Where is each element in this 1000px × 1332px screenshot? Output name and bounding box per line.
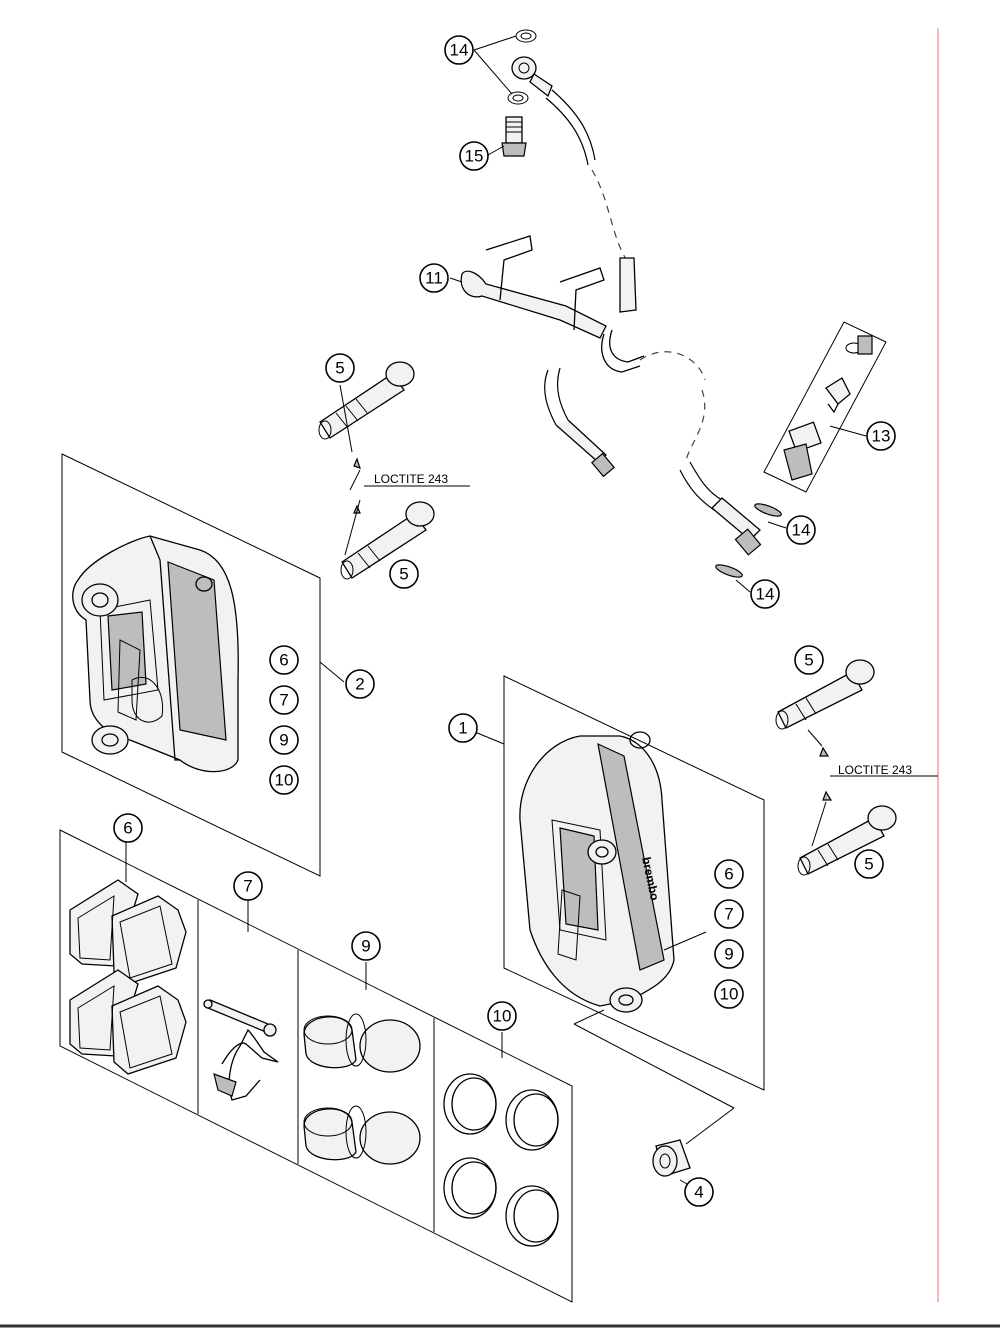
callout-2: 2 — [345, 669, 375, 699]
caliper-bolt-right-a — [775, 659, 875, 730]
callout-7-pins: 7 — [233, 871, 263, 901]
svg-text:14: 14 — [756, 585, 775, 604]
callout-11: 11 — [419, 263, 449, 293]
svg-text:1: 1 — [458, 719, 467, 738]
callout-15: 15 — [459, 141, 489, 171]
callout-9-left: 9 — [269, 725, 299, 755]
svg-text:7: 7 — [724, 905, 733, 924]
kits-panel — [59, 829, 573, 1303]
bleeder-valve — [501, 116, 527, 157]
loctite-note-right: LOCTITE 243 — [838, 763, 912, 777]
sealing-washer-bottom — [507, 91, 529, 105]
callout-6-left: 6 — [269, 645, 299, 675]
callout-9-pistons: 9 — [351, 931, 381, 961]
caliper-bolt-right-b — [797, 805, 897, 876]
callout-14-top: 14 — [444, 35, 474, 65]
callout-14-mid: 14 — [786, 515, 816, 545]
brake-pads — [69, 879, 187, 1075]
piston-seals — [443, 1073, 559, 1247]
caliper-2-panel — [61, 453, 321, 877]
callout-10-left: 10 — [269, 765, 299, 795]
callout-7-left: 7 — [269, 685, 299, 715]
caliper-1-panel — [503, 675, 765, 1091]
brake-hose-assembly — [460, 29, 782, 578]
callout-10-seals: 10 — [487, 1001, 517, 1031]
svg-text:11: 11 — [425, 269, 443, 288]
svg-text:6: 6 — [279, 651, 288, 670]
callout-6-right: 6 — [714, 859, 744, 889]
svg-text:7: 7 — [279, 691, 288, 710]
svg-text:4: 4 — [694, 1183, 703, 1202]
spacer-bushing — [652, 1139, 691, 1177]
svg-text:6: 6 — [724, 865, 733, 884]
callout-10-right: 10 — [714, 979, 744, 1009]
sealing-washer-low — [715, 564, 743, 578]
svg-text:2: 2 — [355, 675, 364, 694]
caliper-pistons — [303, 1013, 421, 1165]
callout-14-low: 14 — [750, 579, 780, 609]
svg-text:14: 14 — [792, 521, 811, 540]
callout-4: 4 — [684, 1177, 714, 1207]
svg-text:5: 5 — [804, 651, 813, 670]
hose-bracket — [460, 235, 645, 373]
callout-7-right: 7 — [714, 899, 744, 929]
svg-text:9: 9 — [361, 937, 370, 956]
callout-5-upper-b: 5 — [389, 559, 419, 589]
callout-1: 1 — [448, 713, 478, 743]
caliper-bolt-upper-a — [318, 361, 415, 440]
svg-text:9: 9 — [279, 731, 288, 750]
brake-caliper-left — [72, 535, 239, 773]
svg-text:14: 14 — [450, 41, 469, 60]
callout-5-right-a: 5 — [794, 645, 824, 675]
loctite-note-upper: LOCTITE 243 — [374, 472, 448, 486]
svg-text:7: 7 — [243, 877, 252, 896]
svg-text:10: 10 — [275, 771, 294, 790]
svg-text:5: 5 — [399, 565, 408, 584]
sealing-washer-top — [515, 29, 537, 43]
pad-pin-and-clip — [203, 999, 279, 1101]
brake-caliper-right: brembo — [519, 731, 675, 1013]
svg-text:10: 10 — [493, 1007, 512, 1026]
sealing-washer-mid — [754, 503, 782, 517]
callout-5-upper-a: 5 — [325, 353, 355, 383]
svg-text:5: 5 — [864, 855, 873, 874]
svg-text:13: 13 — [872, 427, 891, 446]
svg-text:15: 15 — [465, 147, 484, 166]
svg-text:6: 6 — [123, 819, 132, 838]
callout-9-right: 9 — [714, 939, 744, 969]
banjo-fitting — [511, 56, 537, 80]
callout-6-pads: 6 — [113, 813, 143, 843]
svg-text:5: 5 — [335, 359, 344, 378]
bleeder-kit — [763, 321, 887, 493]
svg-text:10: 10 — [720, 985, 739, 1004]
callout-13: 13 — [866, 421, 896, 451]
callout-5-right-b: 5 — [854, 849, 884, 879]
svg-text:9: 9 — [724, 945, 733, 964]
caliper-bolt-upper-b — [340, 501, 435, 580]
